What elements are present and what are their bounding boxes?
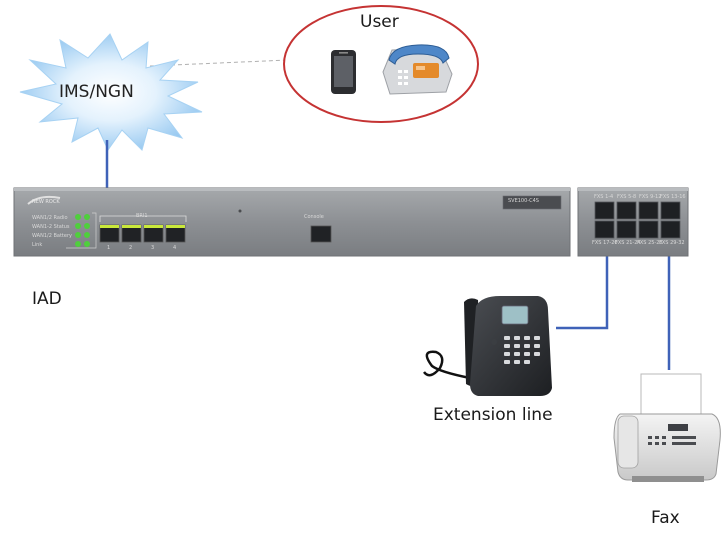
port-number-4: 4 (173, 245, 177, 251)
desk-phone-icon (382, 44, 453, 95)
phone-display (501, 305, 529, 325)
fax-body (613, 413, 721, 481)
fxs-port-grid (594, 201, 681, 239)
led-label-2: WAN1-2 Status (32, 224, 70, 230)
fax-label: Fax (651, 508, 680, 528)
phone-body (470, 296, 552, 396)
bri-group-label: BRI1 (136, 213, 148, 219)
fax-handset-rest (617, 415, 639, 469)
led-label-3: WAN1/2 Battery (32, 233, 72, 239)
iad-chassis (13, 187, 571, 257)
phone-cord (423, 350, 471, 380)
console-port (310, 225, 332, 243)
iad-device: NEW ROCK (13, 187, 689, 257)
fxs-top-label-2: FXS 5-8 (617, 194, 637, 200)
extension-line-label: Extension line (433, 405, 553, 425)
fax-keypad (648, 436, 696, 445)
user-group (283, 5, 479, 123)
fxs-top-label-3: FXS 9-12 (639, 194, 662, 200)
port-number-2: 2 (129, 245, 133, 251)
model-label-box (502, 195, 562, 210)
console-label: Console (304, 214, 324, 220)
fax-machine-icon (613, 373, 721, 482)
iad-label: IAD (32, 289, 62, 309)
brand-logo: NEW ROCK (27, 195, 60, 205)
port-number-3: 3 (151, 245, 155, 251)
cloud-label: IMS/NGN (59, 82, 134, 102)
fax-display (668, 424, 688, 431)
ims-ngn-cloud (19, 33, 203, 152)
phone-keypad (504, 336, 540, 364)
led-label-1: WAN1/2 Radio (32, 215, 68, 221)
cloud-burst-shape (19, 33, 203, 152)
fxs-bottom-label-2: FXS 21-24 (615, 240, 641, 246)
fxs-bottom-label-3: FXS 25-28 (637, 240, 663, 246)
model-label: SVE100-C4S (508, 198, 539, 204)
fax-paper (640, 373, 702, 415)
user-label: User (360, 12, 399, 32)
cable-iad-to-extension (556, 246, 609, 330)
mobile-phone-icon (331, 50, 356, 94)
fxs-bottom-label-1: FXS 17-20 (592, 240, 618, 246)
fxs-top-label-4: FXS 13-16 (660, 194, 686, 200)
led-label-4: Link (32, 242, 43, 248)
bri-port-group (99, 215, 187, 243)
extension-phone-icon (423, 296, 552, 396)
fxs-top-label-1: FXS 1-4 (594, 194, 614, 200)
fxs-bottom-label-4: FXS 29-32 (659, 240, 685, 246)
port-number-1: 1 (107, 245, 111, 251)
svg-text:NEW ROCK: NEW ROCK (32, 199, 60, 205)
status-led-group (66, 212, 97, 249)
